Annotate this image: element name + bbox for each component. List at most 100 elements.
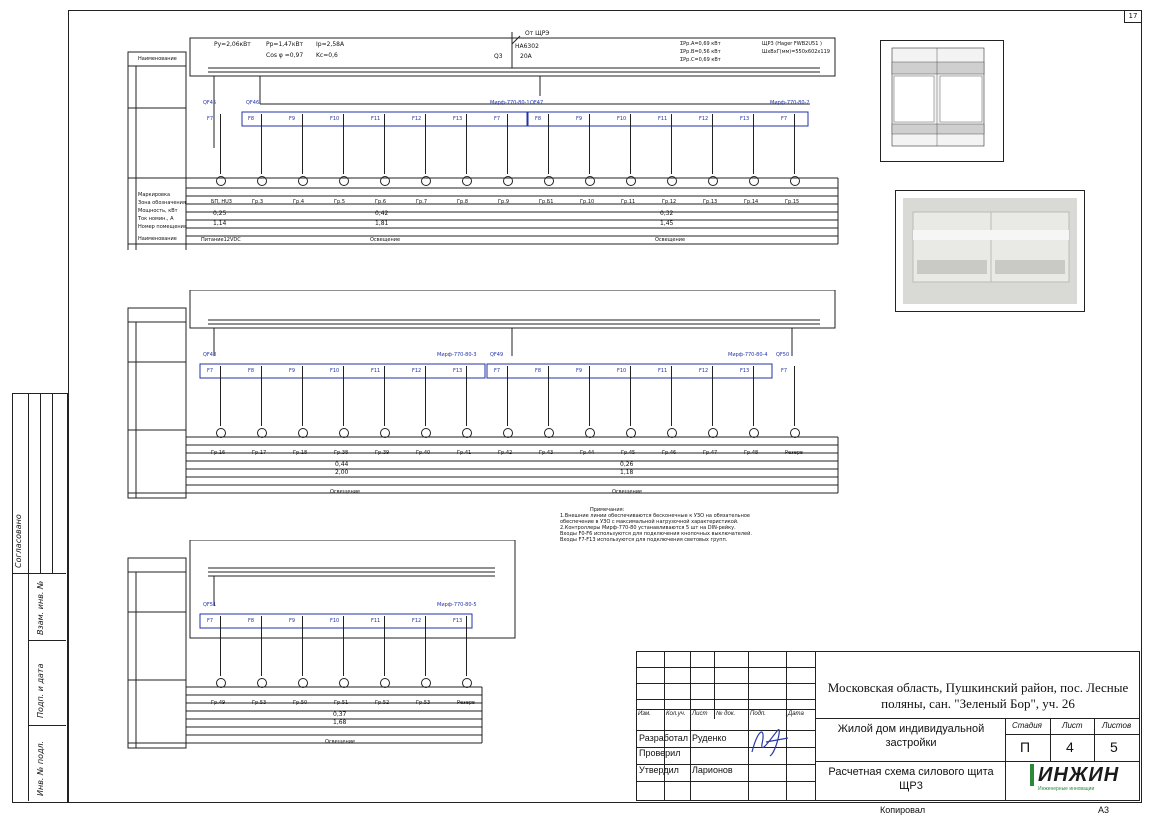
group-label: Гр.53: [252, 700, 267, 706]
tb-stage: П: [1020, 739, 1031, 755]
lamp-icon: [339, 428, 349, 438]
schematic-1: [127, 32, 839, 250]
notes: Примечания: 1.Внешние линии обеспечивают…: [560, 507, 752, 543]
group-label: Гр.51: [334, 700, 349, 706]
group-label: Гр.43: [539, 450, 554, 456]
circuit-line: [384, 366, 385, 426]
s1-module-2: Мирф-770-80-2: [770, 100, 810, 106]
lamp-icon: [298, 678, 308, 688]
channel-label: F7: [494, 116, 501, 122]
lamp-icon: [585, 428, 595, 438]
group-label: Гр.18: [293, 450, 308, 456]
lamp-icon: [380, 428, 390, 438]
channel-label: F11: [371, 116, 381, 122]
s1-current-2: 1,81: [375, 220, 389, 227]
side-stamp-row-line: [28, 640, 66, 641]
group-label: БП, HU3: [211, 199, 232, 205]
lamp-icon: [257, 428, 267, 438]
s1-power-2: 0,42: [375, 210, 389, 217]
circuit-line: [630, 366, 631, 426]
channel-label: F13: [453, 116, 463, 122]
s1-param-kc: Kc=0,6: [316, 52, 338, 59]
s1-power-3: 0,32: [660, 210, 674, 217]
group-label: Гр.50: [293, 700, 308, 706]
s1-name-1: Питание12VDC: [201, 237, 241, 243]
tb-grid-hline: [636, 683, 815, 684]
tb-sheets-header: Листов: [1102, 721, 1132, 730]
channel-label: F11: [658, 116, 668, 122]
group-label: Гр.13: [703, 199, 718, 205]
group-label: Гр.47: [703, 450, 718, 456]
channel-label: F7: [207, 618, 214, 624]
s2-module-3: Мирф-770-80-3: [437, 352, 477, 358]
s1-current-3: 1,45: [660, 220, 674, 227]
notes-line-2: обеспечение в УЗО с максимальной нагрузо…: [560, 519, 739, 525]
circuit-line: [753, 114, 754, 174]
lamp-icon: [216, 678, 226, 688]
lamp-icon: [585, 176, 595, 186]
circuit-line: [548, 366, 549, 426]
lamp-icon: [298, 176, 308, 186]
group-label: Гр.6: [375, 199, 386, 205]
s1-panel-label: ЩР3 (Hager FWB2U51 ): [762, 41, 822, 47]
s2-power-2: 0,26: [620, 461, 634, 468]
channel-label: F11: [371, 618, 381, 624]
group-label: Гр.39: [375, 450, 390, 456]
tb-divider: [1094, 718, 1095, 761]
channel-label: F12: [412, 618, 422, 624]
group-label: Гр.40: [416, 450, 431, 456]
sheet-number: 17: [1124, 10, 1141, 23]
s1-main-breaker-type: HA6302: [515, 43, 539, 50]
s1-param-right-b: ΣPp.B=0,56 кВт: [680, 49, 721, 55]
group-label: Гр.16: [211, 450, 226, 456]
group-label: Гр.3: [252, 199, 263, 205]
lamp-icon: [216, 176, 226, 186]
s1-name-3: Освещение: [655, 237, 686, 243]
tb-sheets: 5: [1110, 739, 1118, 755]
s2-current-1: 2,00: [335, 469, 349, 476]
side-label-sign-date: Подп. и дата: [36, 663, 45, 719]
lamp-icon: [544, 176, 554, 186]
tb-grid-hline: [636, 747, 815, 748]
group-label: Гр.12: [662, 199, 677, 205]
channel-label: F13: [740, 368, 750, 374]
title-block: [636, 651, 1140, 801]
circuit-line: [630, 114, 631, 174]
circuit-line: [261, 366, 262, 426]
lamp-icon: [503, 428, 513, 438]
circuit-line: [466, 616, 467, 676]
channel-label: F9: [576, 116, 583, 122]
circuit-line: [302, 616, 303, 676]
tb-grid-hline: [636, 764, 815, 765]
circuit-line: [712, 366, 713, 426]
lamp-icon: [667, 176, 677, 186]
tb-format: А3: [1098, 805, 1110, 815]
circuit-line: [261, 616, 262, 676]
circuit-line: [507, 114, 508, 174]
tb-role: Разработал: [639, 733, 688, 743]
s3-name-1: Освещение: [325, 739, 356, 745]
group-label: Гр.44: [580, 450, 595, 456]
tb-divider: [815, 761, 1140, 762]
channel-label: F7: [207, 116, 214, 122]
notes-line-5: Входы F7-F13 используются для подключени…: [560, 537, 728, 543]
tb-object: Жилой дом индивидуальной застройки: [837, 723, 985, 749]
group-label: Гр.48: [744, 450, 759, 456]
group-label: Гр.38: [334, 450, 349, 456]
s1-breaker-qf47: QF47: [530, 100, 544, 106]
s1-param-pp: Pp=1,47кВт: [266, 41, 304, 48]
side-stamp-row-line: [28, 725, 66, 726]
row-header-name: Наименование: [138, 56, 177, 62]
group-label: Гр.9: [498, 199, 509, 205]
tb-grid-hline: [636, 699, 815, 700]
tb-sheet: 4: [1066, 739, 1074, 755]
channel-label: F10: [617, 368, 627, 374]
circuit-line: [794, 366, 795, 426]
channel-label: F7: [781, 368, 788, 374]
s2-power-1: 0,44: [335, 461, 349, 468]
channel-label: F12: [699, 368, 709, 374]
lamp-icon: [421, 176, 431, 186]
tb-col-header: Изм.: [638, 711, 651, 717]
logo-subtitle: Инженерные инновации: [1038, 786, 1095, 792]
schematic-2: [127, 290, 839, 499]
